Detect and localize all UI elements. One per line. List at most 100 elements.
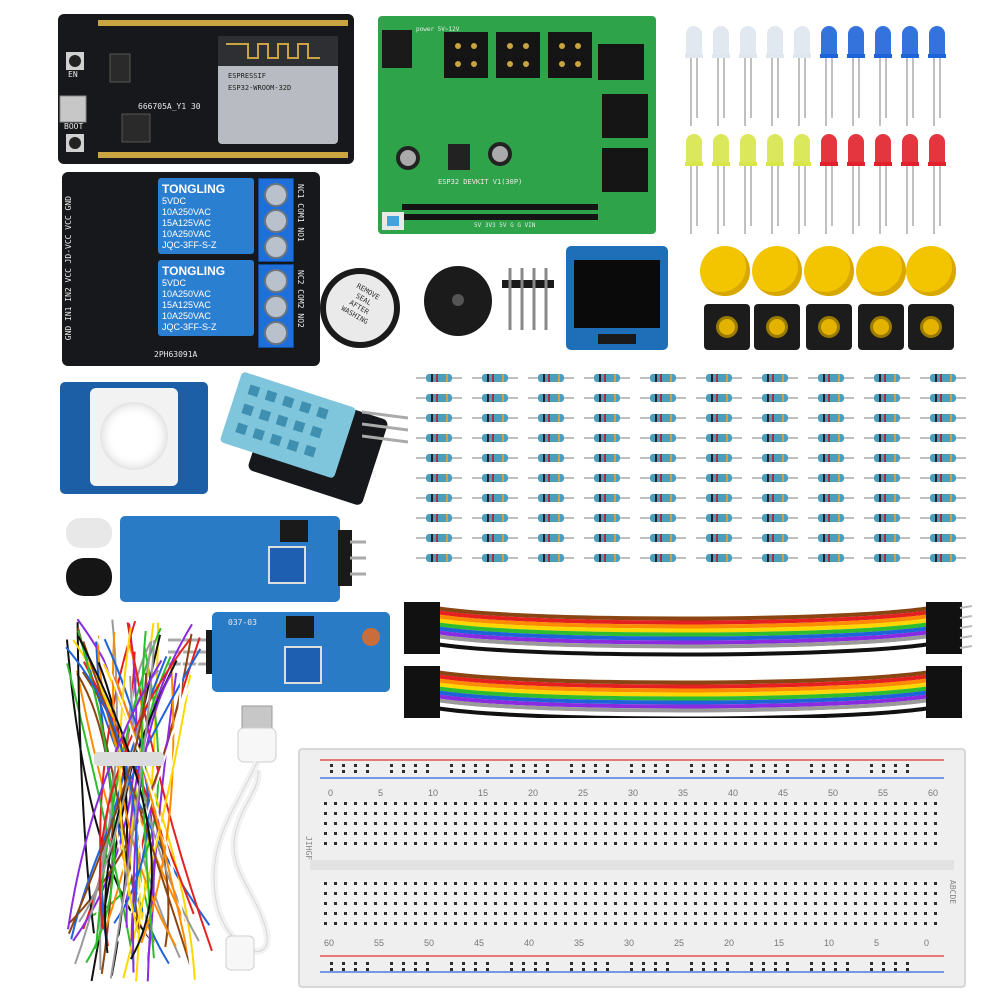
resistor: [416, 474, 462, 482]
breadboard-left-letters: JIHGF: [304, 836, 313, 861]
resistor: [920, 394, 966, 402]
resistor: [640, 514, 686, 522]
resistor: [584, 434, 630, 442]
resistor: [696, 434, 742, 442]
breadboard-column-number: 55: [878, 788, 888, 798]
resistor: [920, 374, 966, 382]
resistor: [696, 474, 742, 482]
resistor: [416, 494, 462, 502]
relay-2-line: 10A250VAC: [162, 311, 211, 321]
relay-part-code: 2PH63091A: [154, 350, 198, 359]
passive-buzzer: REMOVE SEAL AFTER WASHING: [320, 268, 400, 348]
breadboard-column-number: 35: [574, 938, 584, 948]
led: [874, 26, 892, 126]
resistor: [696, 494, 742, 502]
resistor: [584, 494, 630, 502]
breadboard-column-number: 50: [424, 938, 434, 948]
resistor: [528, 494, 574, 502]
breadboard-column-number: 5: [874, 938, 879, 948]
led: [820, 134, 838, 234]
tactile-button: [908, 304, 954, 350]
led: [712, 26, 730, 126]
dht11-sensor: S: [219, 371, 412, 507]
breadboard-column-number: 5: [378, 788, 383, 798]
jumper-wire: [78, 640, 153, 923]
resistor: [752, 554, 798, 562]
relay-left-pins-bottom: GND IN1 IN2 VCC: [64, 268, 73, 341]
expansion-board-graphics: [382, 30, 648, 230]
ribbon-cable: [404, 666, 962, 718]
jumper-wire: [77, 635, 153, 960]
en-label: EN: [68, 70, 78, 79]
tactile-button: [754, 304, 800, 350]
jumper-wire: [104, 660, 178, 954]
resistor: [528, 394, 574, 402]
resistor: [752, 414, 798, 422]
resistor: [808, 534, 854, 542]
resistor: [752, 454, 798, 462]
power-label: power 5V~12V: [416, 26, 460, 33]
breadboard-column-number: 15: [478, 788, 488, 798]
photoresistor: [362, 628, 380, 646]
resistor: [920, 454, 966, 462]
resistor: [640, 534, 686, 542]
resistor: [864, 494, 910, 502]
jumper-wire: [132, 672, 173, 973]
led: [874, 134, 892, 234]
tactile-button: [704, 304, 750, 350]
breadboard-column-number: 25: [578, 788, 588, 798]
breadboard-column-number: 20: [724, 938, 734, 948]
resistor: [696, 534, 742, 542]
breadboard-column-number: 55: [374, 938, 384, 948]
resistor: [920, 554, 966, 562]
chip-brand: ESPRESSIF: [228, 72, 266, 80]
terminal-block-bottom: [258, 264, 294, 348]
bottom-pin-label: 5V 3V3 5V G G VIN: [474, 222, 536, 229]
resistor: [528, 434, 574, 442]
resistor: [920, 474, 966, 482]
resistor: [528, 374, 574, 382]
breadboard-column-number: 45: [778, 788, 788, 798]
pir-dome: [90, 388, 178, 486]
relay-2-line: 15A125VAC: [162, 300, 211, 310]
resistor: [472, 474, 518, 482]
resistor: [584, 514, 630, 522]
led: [928, 134, 946, 234]
ldr-potentiometer: [284, 646, 322, 684]
tactile-button: [858, 304, 904, 350]
resistor: [640, 374, 686, 382]
resistor: [472, 374, 518, 382]
resistor: [416, 394, 462, 402]
resistor: [640, 414, 686, 422]
pir-sensor: [60, 382, 208, 494]
ir-led: [66, 518, 112, 548]
led: [820, 26, 838, 126]
ir-obstacle-sensor: [66, 510, 366, 606]
yellow-button-cap: [700, 246, 750, 296]
resistor: [808, 474, 854, 482]
esp32-expansion-board: power 5V~12V ESP32 DEVKIT V1(30P) 5V 3V3…: [378, 16, 656, 234]
resistor: [528, 474, 574, 482]
resistor: [696, 394, 742, 402]
terminal-labels-bottom: NC2 COM2 NO2: [296, 270, 305, 328]
breadboard-column-number: 60: [324, 938, 334, 948]
relay-2-line: 5VDC: [162, 278, 187, 288]
resistor: [584, 554, 630, 562]
resistor: [584, 414, 630, 422]
breadboard-holes: [310, 759, 954, 973]
resistor: [752, 474, 798, 482]
relay-1-line: 10A250VAC: [162, 207, 211, 217]
resistor: [752, 534, 798, 542]
led: [793, 26, 811, 126]
led: [685, 26, 703, 126]
tactile-buttons-row: [704, 304, 960, 352]
terminal-block-top: [258, 178, 294, 262]
resistor: [752, 494, 798, 502]
resistor: [808, 494, 854, 502]
resistor: [584, 454, 630, 462]
dht11-pin-label: S: [372, 470, 377, 479]
breadboard-column-number: 10: [428, 788, 438, 798]
relay-1: TONGLING 5VDC 10A250VAC 15A125VAC 10A250…: [158, 178, 254, 254]
resistor: [640, 454, 686, 462]
